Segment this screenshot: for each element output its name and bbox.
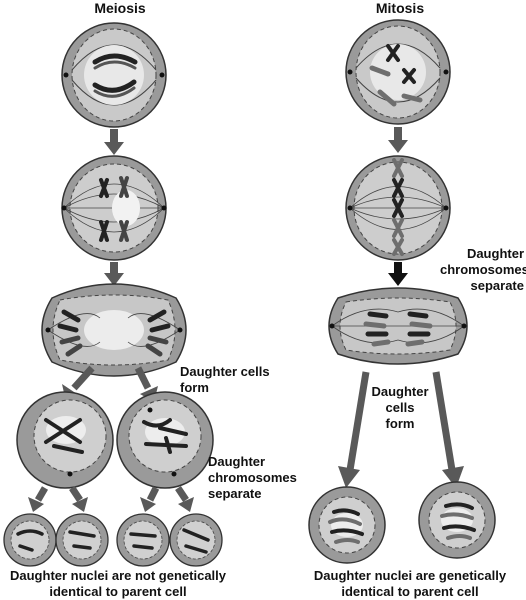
meiosis-separating-chromosomes xyxy=(57,309,171,357)
centrosome-icon xyxy=(443,69,449,75)
mitosis-caption: Daughter nuclei are genetically identica… xyxy=(313,568,507,599)
mitosis-arrow-split-left xyxy=(338,371,370,488)
mitosis-arrow-1 xyxy=(388,127,408,153)
mitosis-metaphase-cell xyxy=(345,155,451,261)
meiosis-final-cell-4 xyxy=(169,513,223,567)
mitosis-arrow-2 xyxy=(388,262,408,286)
meiosis-metaphase-cell xyxy=(61,155,167,261)
centrosome-icon xyxy=(61,205,67,211)
centrosome-icon xyxy=(329,323,335,329)
mitosis-label-daughter-chromosomes-separate: Daughter chromosomes separate xyxy=(440,246,526,293)
mitosis-aligned-chromosomes xyxy=(392,158,404,256)
centrosome-icon xyxy=(347,205,353,211)
meiosis-final-cell-1 xyxy=(3,513,57,567)
centrosome-icon xyxy=(147,407,153,413)
meiosis-daughter-cell-left xyxy=(16,391,114,489)
centrosome-icon xyxy=(177,327,183,333)
meiosis-paired-chromosomes xyxy=(99,176,129,242)
centrosome-icon xyxy=(67,471,73,477)
meiosis-final-cell-2 xyxy=(55,513,109,567)
mitosis-label-daughter-cells-form: Daughter cells form xyxy=(371,384,429,431)
meiosis-daughter-cell-right xyxy=(116,391,214,489)
centrosome-icon xyxy=(461,323,467,329)
centrosome-icon xyxy=(159,72,165,78)
meiosis-arrow-1 xyxy=(104,129,124,155)
mitosis-arrow-split-right xyxy=(432,371,464,488)
centrosome-icon xyxy=(171,471,177,477)
centrosome-icon xyxy=(443,205,449,211)
meiosis-arrow-2 xyxy=(104,262,124,286)
meiosis-arrows-final xyxy=(28,486,194,512)
mitosis-condensed-chromosomes xyxy=(369,44,423,107)
meiosis-parent-cell xyxy=(61,22,167,128)
centrosome-icon xyxy=(347,69,353,75)
meiosis-label-daughter-chromosomes-separate: Daughter chromosomes separate xyxy=(208,454,297,501)
meiosis-label-daughter-cells-form: Daughter cells form xyxy=(180,364,270,395)
meiosis-dividing-cell xyxy=(41,283,187,377)
centrosome-icon xyxy=(45,327,51,333)
mitosis-dividing-cell xyxy=(328,287,468,365)
mitosis-daughter-cell-right xyxy=(418,481,496,559)
mitosis-parent-cell xyxy=(345,19,451,125)
meiosis-tetrad-chromosomes xyxy=(92,53,138,98)
centrosome-icon xyxy=(63,72,69,78)
mitosis-separating-chromatids xyxy=(363,311,433,347)
meiosis-final-cell-3 xyxy=(116,513,170,567)
mitosis-daughter-cell-left xyxy=(308,486,386,564)
centrosome-icon xyxy=(161,205,167,211)
mitosis-title: Mitosis xyxy=(375,0,425,16)
meiosis-caption: Daughter nuclei are not genetically iden… xyxy=(10,568,226,599)
meiosis-title: Meiosis xyxy=(94,0,146,16)
